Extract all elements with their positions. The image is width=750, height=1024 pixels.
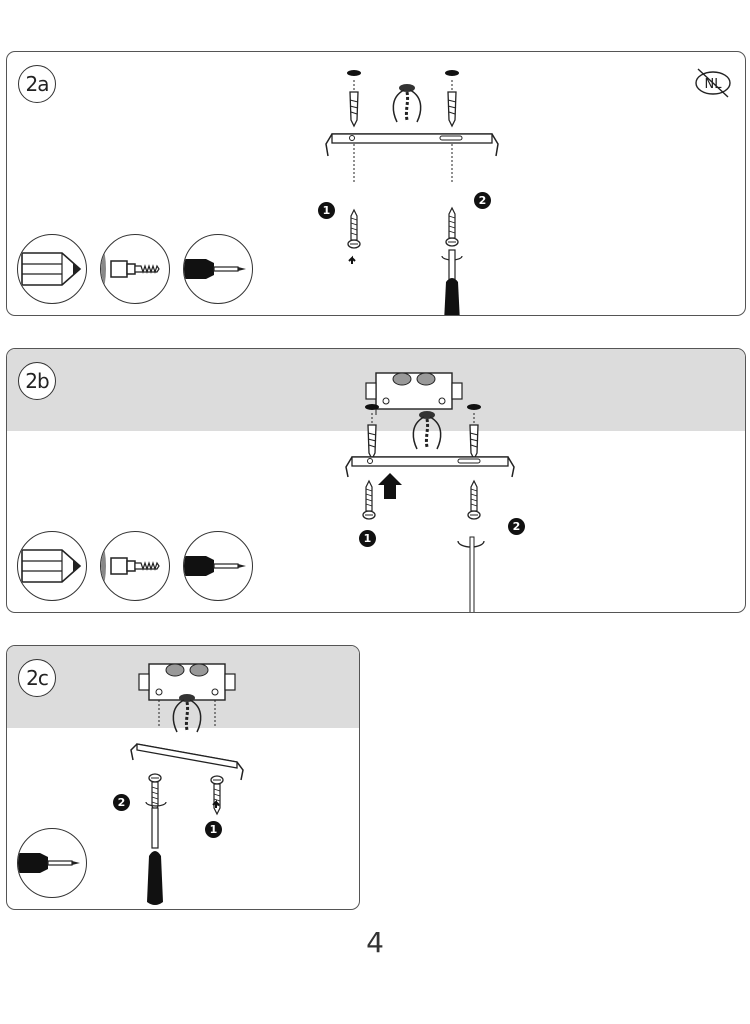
screwdriver-icon: [17, 828, 87, 898]
country-badge: NL: [692, 65, 734, 105]
step-panel-2c: 2c 2 1: [6, 645, 360, 910]
drill-icon: [100, 234, 170, 304]
step-label: 2c: [18, 659, 56, 697]
callout-1: 1: [359, 530, 376, 547]
screwdriver-icon: [183, 234, 253, 304]
bracket-fixing-illustration: [119, 650, 269, 909]
screwdriver-icon: [183, 531, 253, 601]
page-number: 4: [366, 926, 384, 959]
callout-1: 1: [205, 821, 222, 838]
callout-2: 2: [474, 192, 491, 209]
step-panel-2a: 2a 1 2 NL: [6, 51, 746, 316]
pencil-icon: [17, 234, 87, 304]
bracket-mounting-illustration: [312, 64, 512, 315]
step-panel-2b: 2b 1 2: [6, 348, 746, 613]
pencil-icon: [17, 531, 87, 601]
step-label: 2b: [18, 362, 56, 400]
step-label: 2a: [18, 65, 56, 103]
callout-2: 2: [508, 518, 525, 535]
box-mounting-illustration: [332, 359, 532, 612]
callout-2: 2: [113, 794, 130, 811]
callout-1: 1: [318, 202, 335, 219]
drill-icon: [100, 531, 170, 601]
